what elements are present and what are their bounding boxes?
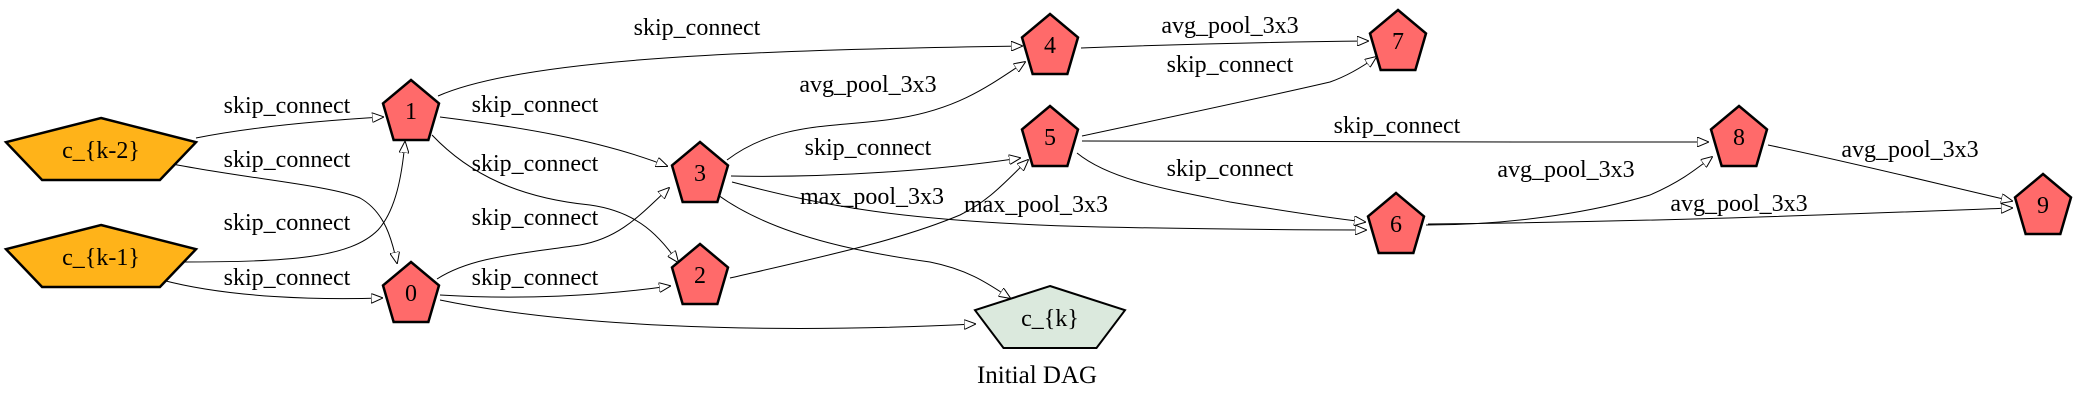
edge-n5-to-n8 bbox=[1081, 141, 1708, 142]
node-label-n6: 6 bbox=[1390, 212, 1402, 238]
node-n0: 0 bbox=[381, 260, 441, 324]
edge-label-n4-to-n7: avg_pool_3x3 bbox=[1161, 13, 1298, 39]
edge-ck1-to-n0 bbox=[161, 279, 382, 299]
node-label-n4: 4 bbox=[1044, 33, 1056, 59]
edge-label-n5-to-n8: skip_connect bbox=[1334, 113, 1461, 139]
edge-label-ck1-to-n1: skip_connect bbox=[224, 210, 351, 236]
edge-label-n6-to-n9: avg_pool_3x3 bbox=[1670, 191, 1807, 217]
edge-label-n0-to-n3: skip_connect bbox=[472, 205, 599, 231]
node-shape-n9 bbox=[2013, 172, 2073, 236]
edge-labels-layer: skip_connectskip_connectskip_connectskip… bbox=[224, 13, 1979, 291]
node-shape-n2 bbox=[670, 242, 730, 306]
edge-label-ck2-to-n0: skip_connect bbox=[224, 147, 351, 173]
node-label-n5: 5 bbox=[1044, 125, 1056, 151]
node-shape-n1 bbox=[381, 78, 441, 142]
node-n3: 3 bbox=[670, 140, 730, 204]
edge-n5-to-n6 bbox=[1076, 152, 1365, 222]
edges-layer bbox=[161, 41, 2012, 328]
edge-n0-to-n2 bbox=[439, 286, 670, 298]
node-shape-n7 bbox=[1368, 8, 1428, 72]
node-shape-ck1 bbox=[3, 223, 199, 289]
node-n6: 6 bbox=[1366, 191, 1426, 255]
edge-label-n5-to-n6: skip_connect bbox=[1167, 156, 1294, 182]
node-shape-n5 bbox=[1020, 104, 1080, 168]
edge-label-n3-to-n4: avg_pool_3x3 bbox=[799, 72, 936, 98]
edge-ck1-to-n1 bbox=[179, 142, 405, 263]
edge-label-n6-to-n8: avg_pool_3x3 bbox=[1497, 157, 1634, 183]
edge-n6-to-n8 bbox=[1425, 157, 1712, 226]
node-shape-ck bbox=[973, 284, 1127, 349]
diagram-caption: Initial DAG bbox=[977, 362, 1097, 389]
edge-label-n0-to-n2: skip_connect bbox=[472, 265, 599, 291]
edge-label-n3-to-n6: max_pool_3x3 bbox=[800, 184, 944, 210]
edge-n0-to-n3 bbox=[436, 188, 669, 280]
edge-ck2-to-n1 bbox=[195, 117, 383, 139]
edge-ck2-to-n0 bbox=[161, 161, 397, 263]
node-label-ck: c_{k} bbox=[1021, 306, 1079, 332]
edge-n3-to-n6 bbox=[731, 181, 1366, 230]
node-ck1: c_{k-1} bbox=[3, 223, 199, 289]
edge-label-n3-to-n5: skip_connect bbox=[805, 135, 932, 161]
node-n7: 7 bbox=[1368, 8, 1428, 72]
node-label-n8: 8 bbox=[1733, 125, 1745, 151]
node-shape-n0 bbox=[381, 260, 441, 324]
edge-label-ck2-to-n1: skip_connect bbox=[224, 93, 351, 119]
edge-n3-to-n4 bbox=[726, 62, 1025, 161]
edge-label-n5-to-n7: skip_connect bbox=[1167, 52, 1294, 78]
node-label-n7: 7 bbox=[1392, 29, 1404, 55]
node-label-n0: 0 bbox=[405, 281, 417, 307]
edge-n1-to-n4 bbox=[437, 46, 1022, 97]
node-ck: c_{k} bbox=[973, 284, 1127, 349]
node-label-n1: 1 bbox=[405, 99, 417, 125]
node-ck2: c_{k-2} bbox=[3, 116, 199, 182]
edge-n3-to-ck bbox=[717, 194, 1010, 298]
node-shape-n8 bbox=[1709, 104, 1769, 168]
edge-n1-to-n3 bbox=[439, 116, 667, 166]
node-label-n9: 9 bbox=[2037, 193, 2049, 219]
edge-n8-to-n9 bbox=[1767, 144, 2012, 201]
node-label-n2: 2 bbox=[694, 263, 706, 289]
node-label-ck1: c_{k-1} bbox=[62, 245, 140, 271]
node-shape-ck2 bbox=[3, 116, 199, 182]
edge-label-n8-to-n9: avg_pool_3x3 bbox=[1841, 137, 1978, 163]
node-n5: 5 bbox=[1020, 104, 1080, 168]
node-shape-n4 bbox=[1020, 12, 1080, 76]
node-label-n3: 3 bbox=[694, 161, 706, 187]
nodes-layer: c_{k-2} c_{k-1} 0 1 2 3 4 5 6 7 8 9 c_{k} bbox=[3, 8, 2073, 349]
node-n2: 2 bbox=[670, 242, 730, 306]
edge-label-n1-to-n2: skip_connect bbox=[472, 151, 599, 177]
edge-n1-to-n2 bbox=[431, 134, 678, 262]
node-n1: 1 bbox=[381, 78, 441, 142]
node-n9: 9 bbox=[2013, 172, 2073, 236]
node-shape-n6 bbox=[1366, 191, 1426, 255]
node-shape-n3 bbox=[670, 140, 730, 204]
edge-label-n1-to-n3: skip_connect bbox=[472, 92, 599, 118]
edge-label-ck1-to-n0: skip_connect bbox=[224, 265, 351, 291]
edge-n2-to-n5 bbox=[729, 160, 1028, 279]
node-label-ck2: c_{k-2} bbox=[62, 138, 140, 164]
edge-n4-to-n7 bbox=[1080, 41, 1368, 49]
edge-n0-to-ck bbox=[439, 299, 975, 328]
edge-n3-to-n5 bbox=[730, 158, 1020, 177]
node-n4: 4 bbox=[1020, 12, 1080, 76]
edge-n6-to-n9 bbox=[1427, 208, 2012, 225]
edge-label-n2-to-n5: max_pool_3x3 bbox=[964, 192, 1108, 218]
edge-label-n1-to-n4: skip_connect bbox=[634, 15, 761, 41]
node-n8: 8 bbox=[1709, 104, 1769, 168]
edge-n5-to-n7 bbox=[1081, 57, 1376, 137]
